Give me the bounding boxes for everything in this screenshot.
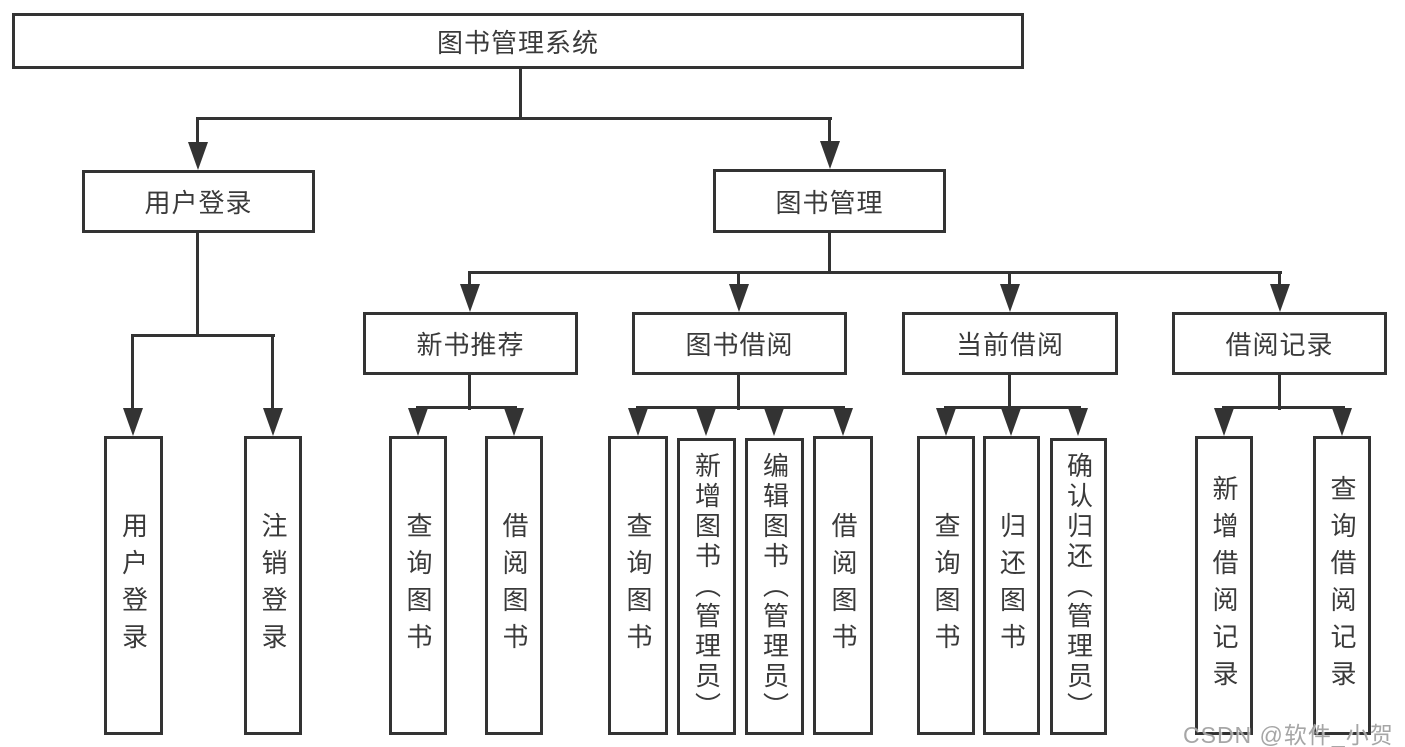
connector-bookmgmt-drop-2 xyxy=(737,271,740,286)
leaf-borrow-books-recommend: 借阅图书 xyxy=(485,436,543,735)
connector-userlogin-drop-1 xyxy=(131,334,134,410)
arrow-down-icon xyxy=(188,142,208,170)
leaf-borrow-books-borrowing: 借阅图书 xyxy=(813,436,873,735)
arrow-down-icon xyxy=(263,408,283,436)
arrow-down-icon xyxy=(628,408,648,436)
connector-records-stem xyxy=(1278,375,1281,410)
leaf-return-books: 归还图书 xyxy=(983,436,1040,735)
arrow-down-icon xyxy=(460,284,480,312)
connector-current-rail xyxy=(944,406,1081,409)
connector-newbook-rail xyxy=(416,406,517,409)
connector-userlogin-rail xyxy=(131,334,275,337)
connector-root-drop-left xyxy=(196,117,199,145)
connector-current-stem xyxy=(1008,375,1011,410)
connector-records-rail xyxy=(1222,406,1345,409)
arrow-down-icon xyxy=(696,408,716,436)
node-user-login: 用户登录 xyxy=(82,170,315,233)
leaf-confirm-return-admin: 确认归还（管理员） xyxy=(1050,438,1107,735)
connector-bookmgmt-drop-4 xyxy=(1278,271,1281,286)
leaf-query-books-recommend: 查询图书 xyxy=(389,436,447,735)
arrow-down-icon xyxy=(833,408,853,436)
arrow-down-icon xyxy=(1270,284,1290,312)
node-book-borrowing: 图书借阅 xyxy=(632,312,847,375)
arrow-down-icon xyxy=(504,408,524,436)
connector-root-rail xyxy=(196,117,832,120)
arrow-down-icon xyxy=(1214,408,1234,436)
node-library-system: 图书管理系统 xyxy=(12,13,1024,69)
connector-root-drop-right xyxy=(828,117,831,144)
connector-bookmgmt-drop-3 xyxy=(1008,271,1011,286)
connector-bookmgmt-stem xyxy=(828,233,831,274)
connector-root-stem xyxy=(519,69,522,120)
leaf-query-books-current: 查询图书 xyxy=(917,436,975,735)
arrow-down-icon xyxy=(729,284,749,312)
node-book-management: 图书管理 xyxy=(713,169,946,233)
arrow-down-icon xyxy=(1000,284,1020,312)
node-current-borrowing: 当前借阅 xyxy=(902,312,1118,375)
arrow-down-icon xyxy=(1068,408,1088,436)
node-new-book-recommend: 新书推荐 xyxy=(363,312,578,375)
connector-bookmgmt-rail xyxy=(468,271,1282,274)
leaf-add-book-admin: 新增图书（管理员） xyxy=(677,438,736,735)
arrow-down-icon xyxy=(1332,408,1352,436)
connector-newbook-stem xyxy=(468,375,471,410)
watermark: CSDN @软件_小贺同学 xyxy=(1183,722,1394,747)
leaf-edit-book-admin: 编辑图书（管理员） xyxy=(745,438,804,735)
connector-borrowing-rail xyxy=(636,406,845,409)
connector-userlogin-drop-2 xyxy=(271,334,274,410)
leaf-add-borrow-record: 新增借阅记录 xyxy=(1195,436,1253,735)
arrow-down-icon xyxy=(936,408,956,436)
leaf-user-login: 用户登录 xyxy=(104,436,163,735)
leaf-query-books-borrowing: 查询图书 xyxy=(608,436,668,735)
leaf-logout: 注销登录 xyxy=(244,436,302,735)
connector-userlogin-stem xyxy=(196,233,199,337)
leaf-query-borrow-record: 查询借阅记录 xyxy=(1313,436,1371,735)
node-borrowing-records: 借阅记录 xyxy=(1172,312,1387,375)
arrow-down-icon xyxy=(1001,408,1021,436)
connector-borrowing-stem xyxy=(737,375,740,410)
arrow-down-icon xyxy=(123,408,143,436)
connector-bookmgmt-drop-1 xyxy=(468,271,471,286)
arrow-down-icon xyxy=(820,141,840,169)
arrow-down-icon xyxy=(408,408,428,436)
arrow-down-icon xyxy=(764,408,784,436)
